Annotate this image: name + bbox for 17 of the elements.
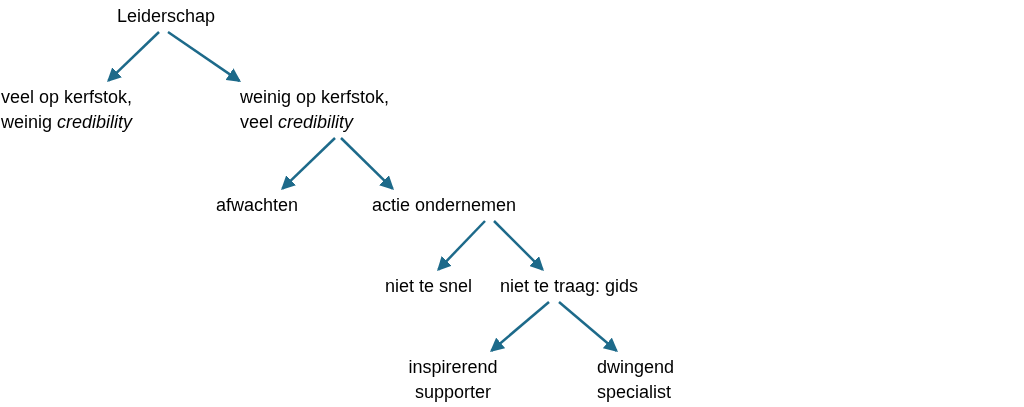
arrow (107, 31, 160, 82)
arrow (437, 220, 486, 271)
arrow (340, 137, 394, 190)
arrow (490, 301, 550, 352)
arrow (493, 220, 544, 271)
node-label: dwingend specialist (597, 352, 687, 407)
arrow (167, 30, 241, 82)
node-label: niet te snel (385, 271, 473, 302)
node-label: Leiderschap (117, 1, 216, 32)
node-label: niet te traag: gids (500, 271, 639, 302)
node-label: veel op kerfstok, weinig credibility (1, 82, 143, 138)
node-label: afwachten (216, 190, 299, 221)
node-label: weinig op kerfstok, veel credibility (240, 82, 396, 138)
node-label: actie ondernemen (372, 190, 517, 221)
node-label: inspirerend supporter (403, 352, 503, 407)
arrow (558, 301, 618, 352)
arrow (281, 137, 336, 190)
